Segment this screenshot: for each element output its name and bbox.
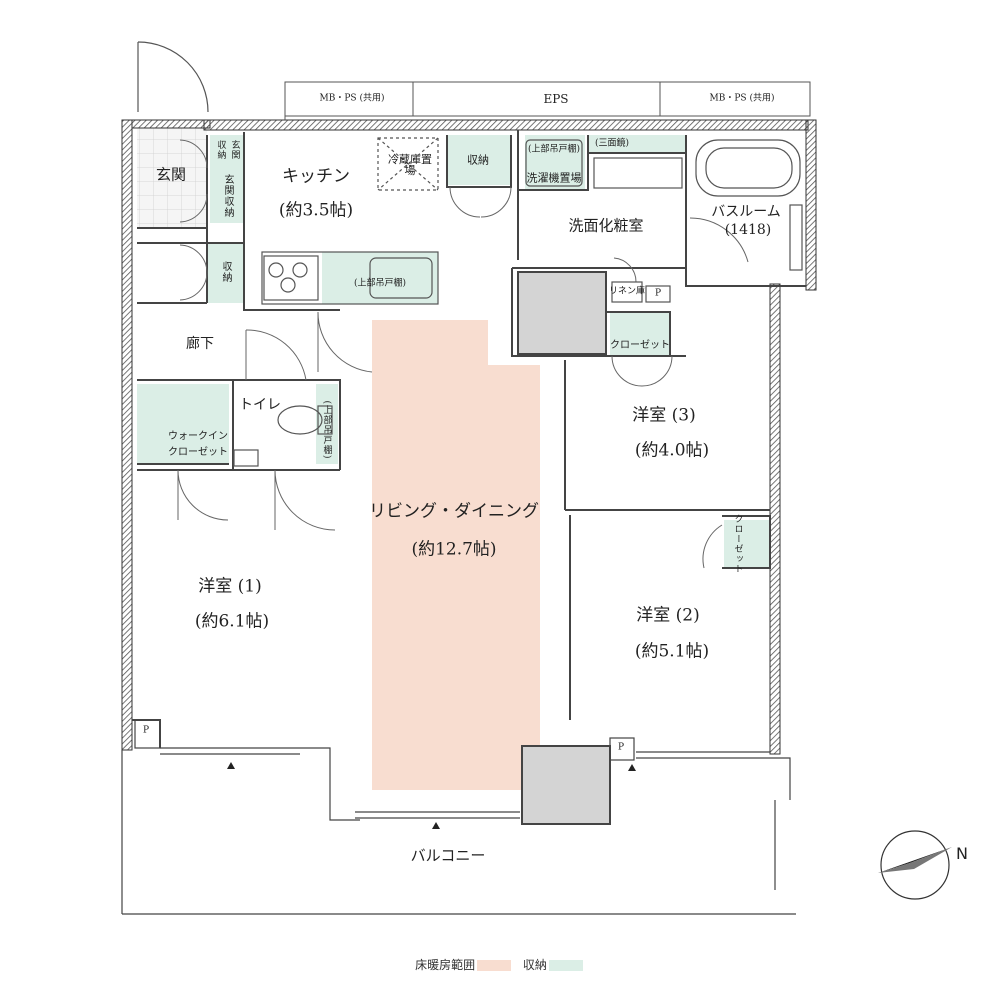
storage-areas (137, 135, 770, 568)
entrance-door (137, 41, 209, 113)
interior-walls (132, 130, 806, 748)
toilet-fixture (233, 405, 333, 467)
linen-label: リネン庫 (608, 286, 646, 297)
three-mirror-label: (三面鏡) (594, 138, 630, 149)
bath-fixtures (525, 139, 803, 303)
ldk-label: リビング・ダイニング (369, 501, 539, 522)
kitchen-storage-label: 収納 (467, 153, 489, 167)
mbps-left-label: MB・PS (共用) (319, 93, 385, 104)
legend: 床暖房範囲 収納 (0, 956, 1006, 973)
bathroom-size: (1418) (724, 222, 772, 238)
eps-label: EPS (543, 92, 569, 106)
genkan-storage-label: 玄関収納 (222, 174, 233, 218)
door-swings (177, 139, 749, 569)
room3-size: (約4.0帖) (634, 440, 710, 461)
laundry-upper-cabinet-label: (上部吊戸棚) (527, 144, 581, 155)
walkin-label-2: クローゼット (168, 447, 228, 458)
ps-mark-top: P (654, 288, 662, 299)
room2-size: (約5.1帖) (634, 641, 710, 662)
ps-mark-left: P (142, 725, 150, 736)
kitchen-upper-cabinet-label: (上部吊戸棚) (353, 278, 407, 289)
fridge-label: 冷蔵庫置場 (388, 153, 432, 177)
closet-vert-label: クローゼット (732, 514, 743, 574)
legend-storage-swatch (548, 960, 583, 971)
north-compass (878, 830, 952, 900)
window-arrows (227, 762, 636, 829)
columns (517, 271, 611, 825)
windows (121, 719, 796, 915)
closet-label: クローゼット (610, 340, 670, 351)
kitchen-fixtures (261, 137, 439, 305)
mbps-right-label: MB・PS (共用) (709, 93, 775, 104)
legend-floor-heating-swatch (477, 960, 512, 971)
ps-mark-right: P (617, 742, 625, 753)
floor-heating-area (372, 320, 540, 790)
room1-label: 洋室 (1) (198, 576, 262, 597)
north-label: N (956, 844, 968, 863)
toilet-cabinet-label: (上部吊戸棚) (321, 400, 332, 460)
corridor-label: 廊下 (186, 336, 214, 352)
genkan-storage-top2-label: 玄関 (229, 140, 240, 160)
legend-storage-label: 収納 (522, 958, 547, 972)
kitchen-label: キッチン (282, 166, 350, 187)
room1-size: (約6.1帖) (194, 611, 270, 632)
bathroom-label: バスルーム (711, 204, 781, 220)
walls (121, 119, 817, 755)
legend-floor-heating-label: 床暖房範囲 (415, 958, 476, 972)
kitchen-size: (約3.5帖) (278, 200, 354, 221)
room2-label: 洋室 (2) (636, 605, 700, 626)
toilet-label: トイレ (239, 397, 281, 413)
ldk-size: (約12.7帖) (411, 539, 497, 560)
hall-storage-label: 収納 (220, 261, 231, 283)
shaft-strip (284, 81, 811, 120)
walkin-label: ウォークイン (168, 431, 228, 442)
balcony-label: バルコニー (410, 846, 486, 865)
laundry-label: 洗濯機置場 (526, 171, 582, 185)
washroom-label: 洗面化粧室 (568, 216, 644, 235)
room3-label: 洋室 (3) (632, 405, 696, 426)
genkan-label: 玄関 (155, 165, 187, 184)
genkan-storage-top-label: 収納 (215, 140, 226, 160)
